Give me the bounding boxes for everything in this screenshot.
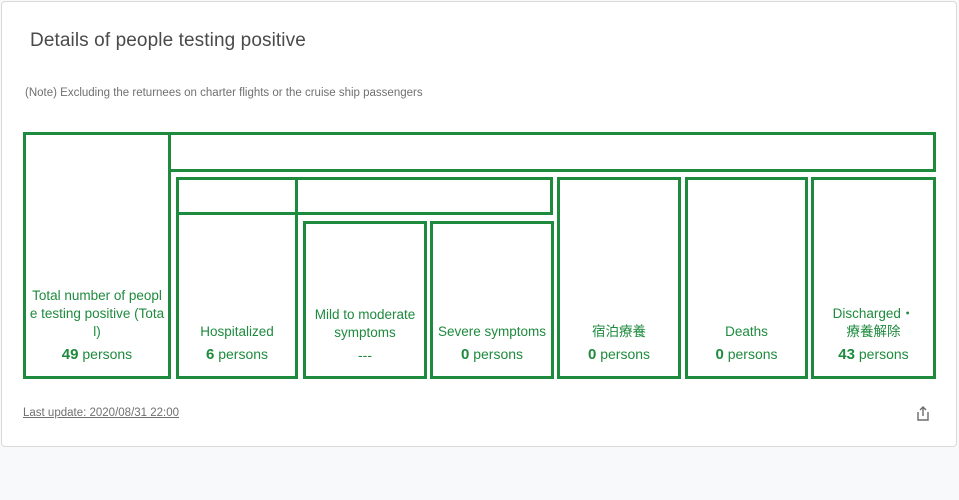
hotel-cell: 宿泊療養 0 persons (557, 177, 681, 379)
hotel-label: 宿泊療養 (592, 324, 646, 339)
mild-value: --- (358, 347, 372, 363)
total-value: 49 (61, 346, 79, 363)
hospitalized-unit: persons (218, 346, 269, 362)
mild-label: Mild to moderate symptoms (314, 307, 416, 340)
severe-label: Severe symptoms (437, 324, 547, 339)
hospitalized-value: 6 (205, 346, 215, 363)
card-note: (Note) Excluding the returnees on charte… (25, 87, 423, 99)
hospitalized-cell: Hospitalized 6 persons (176, 177, 298, 379)
severe-value-line: 0 persons (461, 345, 523, 364)
hotel-value-line: 0 persons (588, 345, 650, 364)
discharged-value: 43 (838, 346, 855, 363)
severe-cell: Severe symptoms 0 persons (430, 221, 554, 379)
share-icon[interactable] (914, 405, 932, 423)
card-title: Details of people testing positive (30, 30, 306, 51)
discharged-value-line: 43 persons (838, 345, 908, 364)
deaths-value: 0 (715, 346, 724, 363)
hospitalized-value-line: 6 persons (206, 345, 268, 364)
deaths-label: Deaths (725, 324, 768, 339)
mild-cell: Mild to moderate symptoms --- (303, 221, 427, 379)
deaths-cell: Deaths 0 persons (685, 177, 808, 379)
discharged-cell: Discharged・療養解除 43 persons (811, 177, 936, 379)
total-value-line: 49 persons (62, 345, 132, 364)
card: Details of people testing positive (Note… (1, 1, 957, 447)
severe-unit: persons (473, 346, 524, 362)
discharged-unit: persons (858, 346, 909, 362)
deaths-unit: persons (727, 346, 778, 362)
total-unit: persons (82, 346, 133, 362)
severe-value: 0 (460, 346, 470, 363)
deaths-value-line: 0 persons (715, 345, 777, 364)
total-cell: Total number of peopl e testing positive… (23, 132, 171, 379)
hotel-unit: persons (600, 346, 651, 362)
hospitalized-label: Hospitalized (200, 324, 274, 339)
hotel-value: 0 (587, 346, 597, 363)
total-label: Total number of peopl e testing positive… (29, 288, 165, 339)
discharged-label: Discharged・療養解除 (832, 306, 915, 339)
last-update-link[interactable]: Last update: 2020/08/31 22:00 (23, 407, 180, 419)
hospitalized-group-frame (168, 169, 936, 175)
